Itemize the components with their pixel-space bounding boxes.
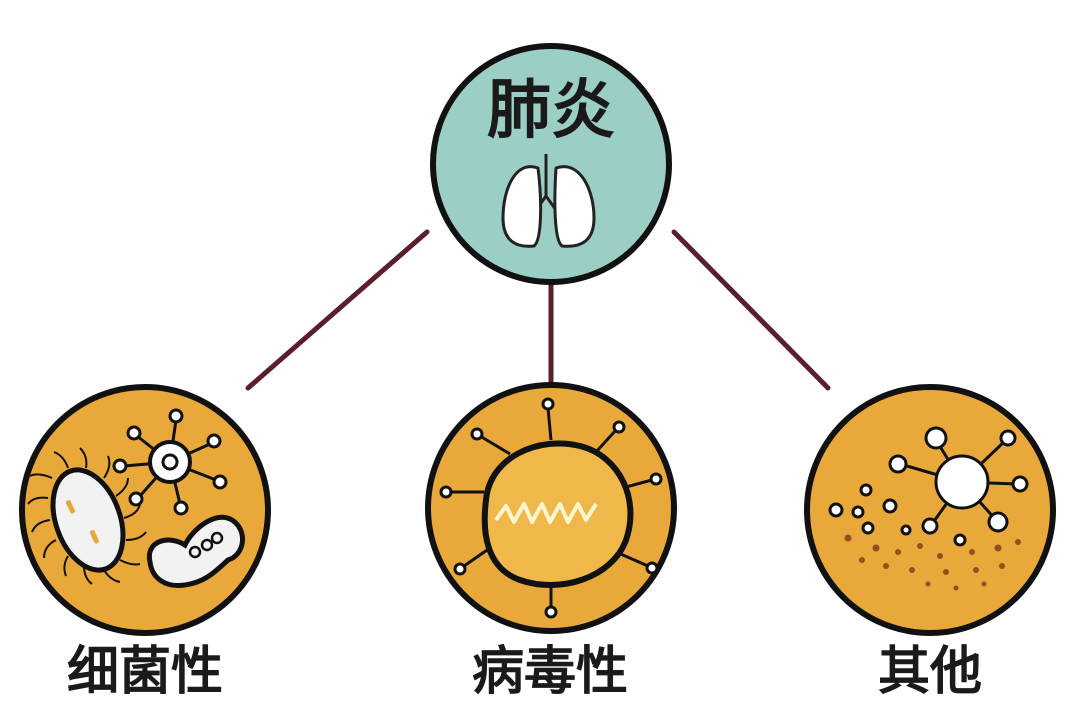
lungs-icon [501, 154, 596, 248]
root-node: 肺炎 [430, 43, 672, 285]
particles-icon [828, 426, 1029, 591]
bacterial-node [19, 384, 271, 636]
viral-node [425, 382, 677, 634]
connector-other [671, 229, 831, 391]
label-viral: 病毒性 [471, 642, 628, 702]
root-title: 肺炎 [487, 74, 615, 148]
label-bacterial: 细菌性 [66, 642, 223, 702]
virus-icon [439, 397, 663, 619]
connectors [245, 229, 831, 393]
connector-bacterial [245, 229, 430, 391]
other-circle [804, 384, 1056, 636]
label-other: 其他 [877, 642, 982, 702]
root-circle [430, 43, 672, 285]
bacteria-icon [27, 408, 245, 589]
other-node [804, 384, 1056, 636]
